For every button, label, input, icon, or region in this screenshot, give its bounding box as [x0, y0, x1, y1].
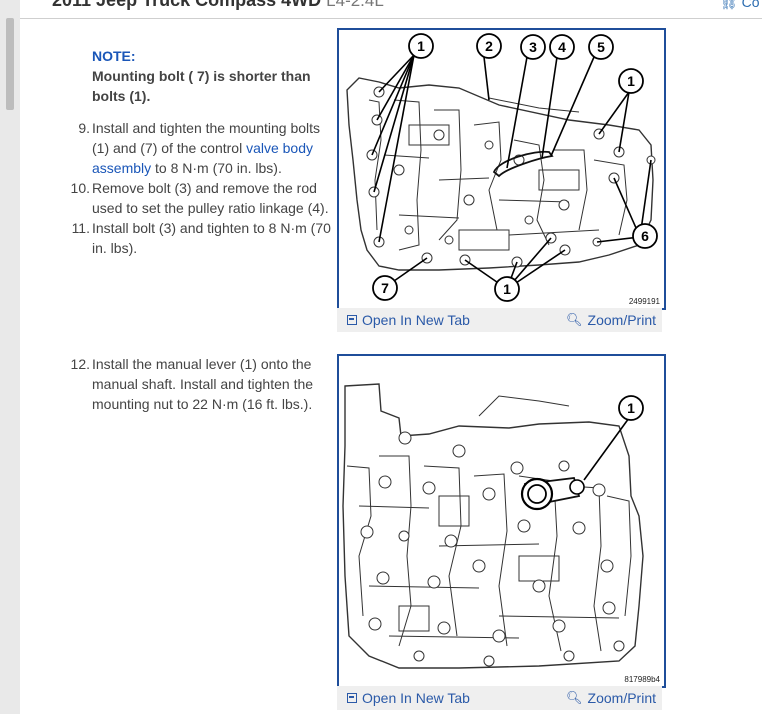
- step-item: 9. Install and tighten the mounting bolt…: [70, 118, 338, 178]
- zoom-print-label: Zoom/Print: [587, 312, 656, 328]
- figure-id: 2499191: [628, 297, 660, 306]
- page-title: 2011 Jeep Truck Compass 4WD L4-2.4L: [52, 0, 384, 11]
- callout-label: 1: [417, 38, 425, 54]
- zoom-icon: 🔍︎: [566, 690, 583, 705]
- header-divider: [20, 18, 762, 19]
- steps-list-b: 12. Install the manual lever (1) onto th…: [70, 354, 325, 414]
- step-text: Install and tighten the mounting bolts (…: [92, 120, 321, 156]
- link-icon: ⛓: [720, 0, 738, 10]
- figure-valve-body-bolts[interactable]: 1 2 3 4 5 1 6 7 1 2499191: [337, 28, 666, 310]
- valve-body-assembly-link[interactable]: valve body assembly: [92, 140, 314, 176]
- figure-toolbar: Open In New Tab 🔍︎ Zoom/Print: [337, 308, 662, 332]
- callout-label: 1: [627, 73, 635, 89]
- step-item: 11. Install bolt (3) and tighten to 8 N·…: [70, 218, 338, 258]
- step-number: 11.: [71, 220, 90, 236]
- callout-label: 1: [627, 400, 635, 416]
- note-body: Mounting bolt ( 7) is shorter than bolts…: [92, 68, 311, 104]
- note-block: NOTE: Mounting bolt ( 7) is shorter than…: [92, 46, 337, 106]
- step-item: 12. Install the manual lever (1) onto th…: [70, 354, 325, 414]
- new-tab-icon: [347, 693, 357, 703]
- figure-toolbar: Open In New Tab 🔍︎ Zoom/Print: [337, 686, 662, 710]
- vehicle-title: 2011 Jeep Truck Compass 4WD: [52, 0, 322, 10]
- valve-body-diagram: 1 2 3 4 5 1 6 7 1: [346, 33, 658, 302]
- callout-label: 5: [597, 39, 605, 55]
- zoom-icon: 🔍︎: [566, 312, 583, 327]
- zoom-print-button[interactable]: 🔍︎ Zoom/Print: [566, 312, 656, 328]
- figure-id: 817989b4: [624, 675, 660, 684]
- new-tab-icon: [347, 315, 357, 325]
- figure-manual-lever[interactable]: 1 817989b4: [337, 354, 666, 688]
- manual-lever-diagram: 1: [342, 383, 644, 669]
- engine-label: L4-2.4L: [326, 0, 384, 10]
- step-number: 9.: [78, 120, 90, 136]
- zoom-print-label: Zoom/Print: [587, 690, 656, 706]
- open-in-new-tab-label: Open In New Tab: [362, 690, 470, 706]
- step-number: 12.: [70, 356, 90, 372]
- callout-label: 4: [558, 39, 566, 55]
- note-label: NOTE:: [92, 48, 136, 64]
- step-text: Remove bolt (3) and remove the rod used …: [92, 180, 329, 216]
- steps-list-a: 9. Install and tighten the mounting bolt…: [70, 118, 338, 258]
- open-in-new-tab-button[interactable]: Open In New Tab: [347, 690, 470, 706]
- scrollbar-thumb[interactable]: [6, 18, 14, 110]
- header-link[interactable]: ⛓ Co: [720, 0, 760, 11]
- open-in-new-tab-button[interactable]: Open In New Tab: [347, 312, 470, 328]
- callout-label: 6: [641, 228, 649, 244]
- callout-label: 2: [485, 38, 493, 54]
- callout-label: 3: [529, 39, 537, 55]
- open-in-new-tab-label: Open In New Tab: [362, 312, 470, 328]
- step-text: Install the manual lever (1) onto the ma…: [92, 356, 314, 412]
- step-item: 10. Remove bolt (3) and remove the rod u…: [70, 178, 338, 218]
- callout-label: 1: [503, 281, 511, 297]
- step-text: Install bolt (3) and tighten to 8 N·m (7…: [92, 220, 331, 256]
- step-number: 10.: [70, 180, 90, 196]
- callout-label: 7: [381, 280, 389, 296]
- left-scrollbar[interactable]: [0, 0, 21, 714]
- step-text-end: to 8 N·m (70 in. lbs).: [151, 160, 282, 176]
- zoom-print-button[interactable]: 🔍︎ Zoom/Print: [566, 690, 656, 706]
- header-link-text: Co: [741, 0, 760, 10]
